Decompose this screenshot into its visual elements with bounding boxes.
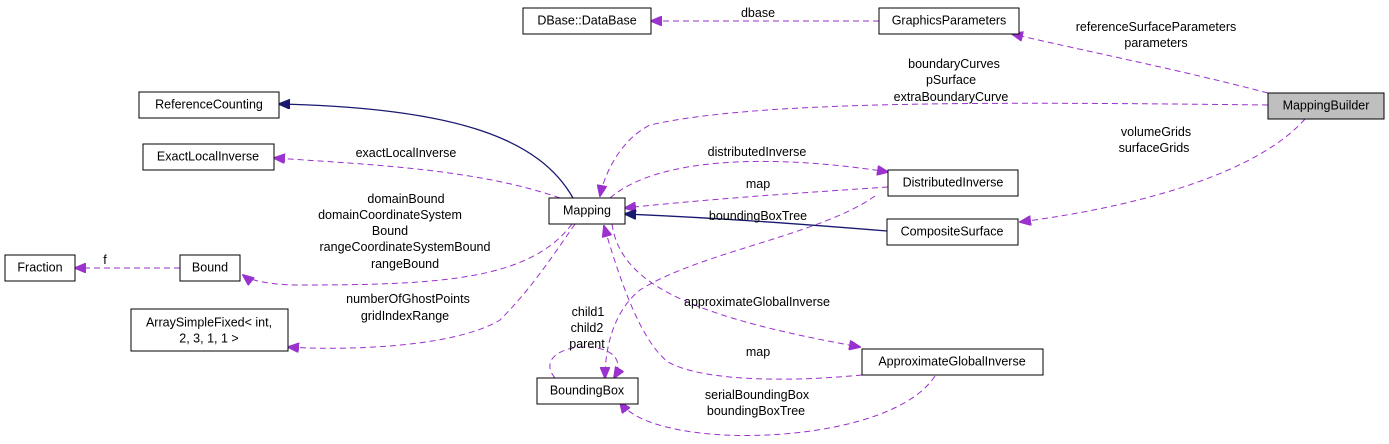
edge-bounding-box-tree-top xyxy=(605,195,876,378)
edge-boundary-curves xyxy=(600,102,1269,196)
label-range-coordinate-system-bound: rangeCoordinateSystemBound xyxy=(320,240,491,254)
label-number-of-ghost-points: numberOfGhostPoints xyxy=(346,292,470,306)
label-volume-grids: volumeGrids xyxy=(1121,125,1191,139)
edge-map-approx xyxy=(604,226,863,380)
label-distributed-inverse: distributedInverse xyxy=(708,145,807,159)
node-composite-surface[interactable]: CompositeSurface xyxy=(886,218,1019,246)
label-p-surface: pSurface xyxy=(926,73,976,87)
nodes: MappingBuilder GraphicsParameters DBase:… xyxy=(4,7,1385,405)
edge-number-of-ghost-points xyxy=(288,223,576,348)
label-extra-boundary-curve: extraBoundaryCurve xyxy=(894,90,1009,104)
edge-serial-bounding-box xyxy=(620,375,936,436)
label-bound: Bound xyxy=(372,224,408,238)
node-fraction[interactable]: Fraction xyxy=(4,254,76,282)
label-domain-bound: domainBound xyxy=(367,192,444,206)
node-exact-local-inverse-label: ExactLocalInverse xyxy=(157,149,259,163)
label-parent: parent xyxy=(569,337,605,351)
node-graphics-parameters-label: GraphicsParameters xyxy=(892,13,1007,27)
node-mapping-builder-label: MappingBuilder xyxy=(1283,98,1370,112)
label-range-bound: rangeBound xyxy=(371,257,439,271)
label-reference-surface-parameters: referenceSurfaceParameters xyxy=(1076,20,1237,34)
edge-exact-local-inverse xyxy=(274,158,561,199)
node-dbase-label: DBase::DataBase xyxy=(537,13,636,27)
label-map-approx: map xyxy=(746,345,770,359)
label-domain-coordinate-system: domainCoordinateSystem xyxy=(318,208,462,222)
label-exact-local-inverse: exactLocalInverse xyxy=(356,146,457,160)
edge-bound xyxy=(243,223,573,285)
node-approximate-global-inverse[interactable]: ApproximateGlobalInverse xyxy=(861,348,1044,376)
node-distributed-inverse-label: DistributedInverse xyxy=(903,175,1004,189)
node-reference-counting-label: ReferenceCounting xyxy=(155,97,263,111)
edge-bounding-box-self xyxy=(549,346,618,378)
label-f: f xyxy=(103,253,107,267)
label-map-distributed: map xyxy=(746,177,770,191)
label-surface-grids: surfaceGrids xyxy=(1119,141,1190,155)
edge-map-distributed xyxy=(625,186,889,208)
node-mapping[interactable]: Mapping xyxy=(548,197,626,225)
edges xyxy=(75,21,1306,436)
node-array-simple-fixed[interactable]: ArraySimpleFixed< int, 2, 3, 1, 1 > xyxy=(130,308,289,352)
node-mapping-label: Mapping xyxy=(563,203,611,217)
label-bounding-box-tree-bottom: boundingBoxTree xyxy=(707,404,805,418)
label-serial-bounding-box: serialBoundingBox xyxy=(705,388,810,402)
label-child1: child1 xyxy=(572,305,605,319)
label-approximate-global-inverse: approximateGlobalInverse xyxy=(684,295,830,309)
label-grid-index-range: gridIndexRange xyxy=(361,309,449,323)
edge-labels: dbase referenceSurfaceParameters paramet… xyxy=(103,6,1236,418)
node-distributed-inverse[interactable]: DistributedInverse xyxy=(887,169,1019,197)
node-composite-surface-label: CompositeSurface xyxy=(901,224,1004,238)
label-dbase: dbase xyxy=(741,6,775,20)
node-mapping-builder[interactable]: MappingBuilder xyxy=(1267,92,1385,120)
node-exact-local-inverse[interactable]: ExactLocalInverse xyxy=(142,143,275,171)
node-approximate-global-inverse-label: ApproximateGlobalInverse xyxy=(878,354,1025,368)
node-graphics-parameters[interactable]: GraphicsParameters xyxy=(878,7,1020,35)
node-array-simple-fixed-label-1: ArraySimpleFixed< int, xyxy=(146,315,272,329)
edge-distributed-inverse xyxy=(609,160,888,199)
node-fraction-label: Fraction xyxy=(17,260,62,274)
label-parameters: parameters xyxy=(1124,36,1187,50)
edge-inherit-reference-counting xyxy=(279,104,574,199)
label-child2: child2 xyxy=(571,321,604,335)
label-bounding-box-tree-top: boundingBoxTree xyxy=(709,209,807,223)
edge-approximate-global-inverse xyxy=(611,223,860,347)
node-bound[interactable]: Bound xyxy=(179,254,241,282)
node-dbase[interactable]: DBase::DataBase xyxy=(522,7,652,35)
node-bounding-box-label: BoundingBox xyxy=(550,383,625,397)
edge-inherit-composite-surface xyxy=(625,214,888,232)
label-boundary-curves: boundaryCurves xyxy=(908,57,1000,71)
node-reference-counting[interactable]: ReferenceCounting xyxy=(138,91,280,119)
node-bound-label: Bound xyxy=(192,260,228,274)
node-bounding-box[interactable]: BoundingBox xyxy=(536,377,639,405)
node-array-simple-fixed-label-2: 2, 3, 1, 1 > xyxy=(179,331,238,345)
edge-reference-surface-parameters xyxy=(1012,34,1269,94)
